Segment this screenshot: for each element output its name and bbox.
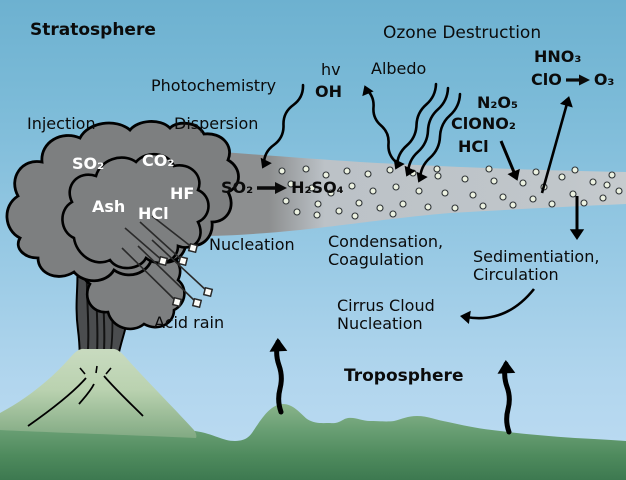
hcl-cloud-label: HCl <box>138 204 169 223</box>
cirrus-line1: Cirrus Cloud <box>337 296 435 315</box>
sedimentation-line: Sedimentiation, <box>473 247 600 266</box>
o3-label: O₃ <box>593 70 615 89</box>
clo-label: ClO <box>531 70 562 89</box>
convection-arrow-left <box>269 338 288 415</box>
volcano <box>0 348 197 438</box>
sedimentation-circulation-label: Sedimentiation, Circulation <box>473 248 599 284</box>
nucleation-label: Nucleation <box>209 235 295 254</box>
hv-label: hv <box>321 60 341 79</box>
plume-to-ozone-arrow <box>540 96 573 194</box>
arrow-right-icon <box>257 181 288 194</box>
condensation-line: Condensation, <box>328 232 444 251</box>
so2-to-h2so4-reaction: SO₂ H₂SO₄ <box>221 179 344 197</box>
acid-rain-particles <box>121 215 214 309</box>
stratosphere-label: Stratosphere <box>30 20 156 40</box>
acid-rain-label: Acid rain <box>154 313 225 332</box>
coagulation-line: Coagulation <box>328 249 424 269</box>
cirrus-cloud-nucleation-label: Cirrus Cloud Nucleation <box>337 297 435 333</box>
hcl-stratosphere-label: HCl <box>458 137 489 156</box>
hcl-to-plume-arrow <box>499 140 520 181</box>
sedimentation-arrow <box>569 196 585 240</box>
albedo-label: Albedo <box>371 59 427 78</box>
cirrus-line2: Nucleation <box>337 313 423 333</box>
clono2-label: ClONO₂ <box>451 114 516 133</box>
eruption-cloud <box>5 120 240 331</box>
ozone-destruction-label: Ozone Destruction <box>383 23 542 43</box>
albedo-reflected-arrow <box>362 85 398 164</box>
photochemistry-dispersion-arrow <box>260 83 305 169</box>
n2o5-label: N₂O₅ <box>477 93 519 112</box>
convection-arrow-right <box>497 360 516 435</box>
injection-label: Injection <box>27 114 96 133</box>
so2-plume-label: SO₂ <box>221 178 254 197</box>
so2-cloud-label: SO₂ <box>72 154 105 173</box>
hno3-label: HNO₃ <box>534 47 582 66</box>
oh-label: OH <box>315 82 342 101</box>
condensation-coagulation-label: Condensation, Coagulation <box>328 233 443 269</box>
ground <box>0 404 626 480</box>
clo-to-o3-reaction: ClO O₃ <box>531 71 614 89</box>
cirrus-nucleation-arrow <box>460 288 536 324</box>
co2-cloud-label: CO₂ <box>142 151 175 170</box>
h2so4-plume-label: H₂SO₄ <box>291 178 344 197</box>
hf-cloud-label: HF <box>170 184 195 203</box>
photochemistry-label: Photochemistry <box>151 76 277 95</box>
arrow-right-icon <box>565 74 590 86</box>
dispersion-label: Dispersion <box>174 114 259 133</box>
ash-cloud-label: Ash <box>92 197 126 216</box>
solar-radiation-arrow-1 <box>393 82 438 170</box>
solar-radiation-arrow-3 <box>416 92 462 183</box>
aerosol-droplets <box>278 165 623 220</box>
circulation-line: Circulation <box>473 264 559 284</box>
troposphere-label: Troposphere <box>344 366 464 386</box>
cloud-inner <box>61 152 210 270</box>
solar-radiation-arrow-2 <box>404 86 450 177</box>
